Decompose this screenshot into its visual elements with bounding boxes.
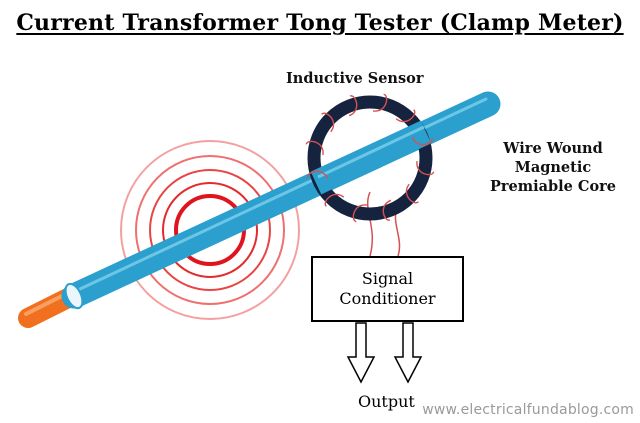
conductor-end — [18, 288, 78, 328]
core-label-line-2: Magnetic — [514, 159, 592, 176]
wire-front-segment — [310, 120, 432, 195]
conditioner-line-2: Conditioner — [339, 289, 436, 308]
coil-winding-loop — [321, 112, 335, 133]
conditioner-line-1: Signal — [361, 269, 414, 288]
field-ring-outer — [120, 140, 300, 320]
output-label: Output — [358, 392, 415, 411]
output-arrows — [346, 322, 423, 384]
watermark: www.electricalfundablog.com — [422, 402, 634, 418]
coil-winding-loop — [411, 136, 433, 146]
field-ring-4 — [135, 155, 285, 305]
output-arrow-left — [346, 322, 376, 384]
wound-core-label: Wire Wound Magnetic Premiable Core — [478, 139, 628, 196]
coil-windings — [305, 93, 435, 223]
coil-winding-loop — [352, 204, 368, 223]
coil-winding-loop — [416, 160, 435, 176]
inductive-sensor-label: Inductive Sensor — [286, 70, 424, 87]
coil-winding-loop — [324, 193, 345, 207]
coil-winding-loop — [305, 140, 324, 156]
core-label-line-1: Wire Wound — [503, 140, 603, 157]
diagram-title: Current Transformer Tong Tester (Clamp M… — [16, 10, 624, 36]
output-arrow-right — [393, 322, 423, 384]
field-ring-3 — [149, 169, 271, 291]
field-ring-2 — [162, 182, 258, 278]
coil-winding-loop — [405, 183, 419, 204]
core-label-line-3: Premiable Core — [489, 178, 616, 195]
coil-winding-loop — [307, 170, 329, 180]
magnetic-core-ring — [307, 95, 433, 221]
coil-winding-loop — [348, 95, 358, 117]
coil-winding-loop — [395, 109, 416, 123]
coil-winding-loop — [382, 199, 392, 221]
coil-winding-loop — [372, 93, 388, 112]
signal-conditioner-box: Signal Conditioner — [311, 256, 464, 322]
